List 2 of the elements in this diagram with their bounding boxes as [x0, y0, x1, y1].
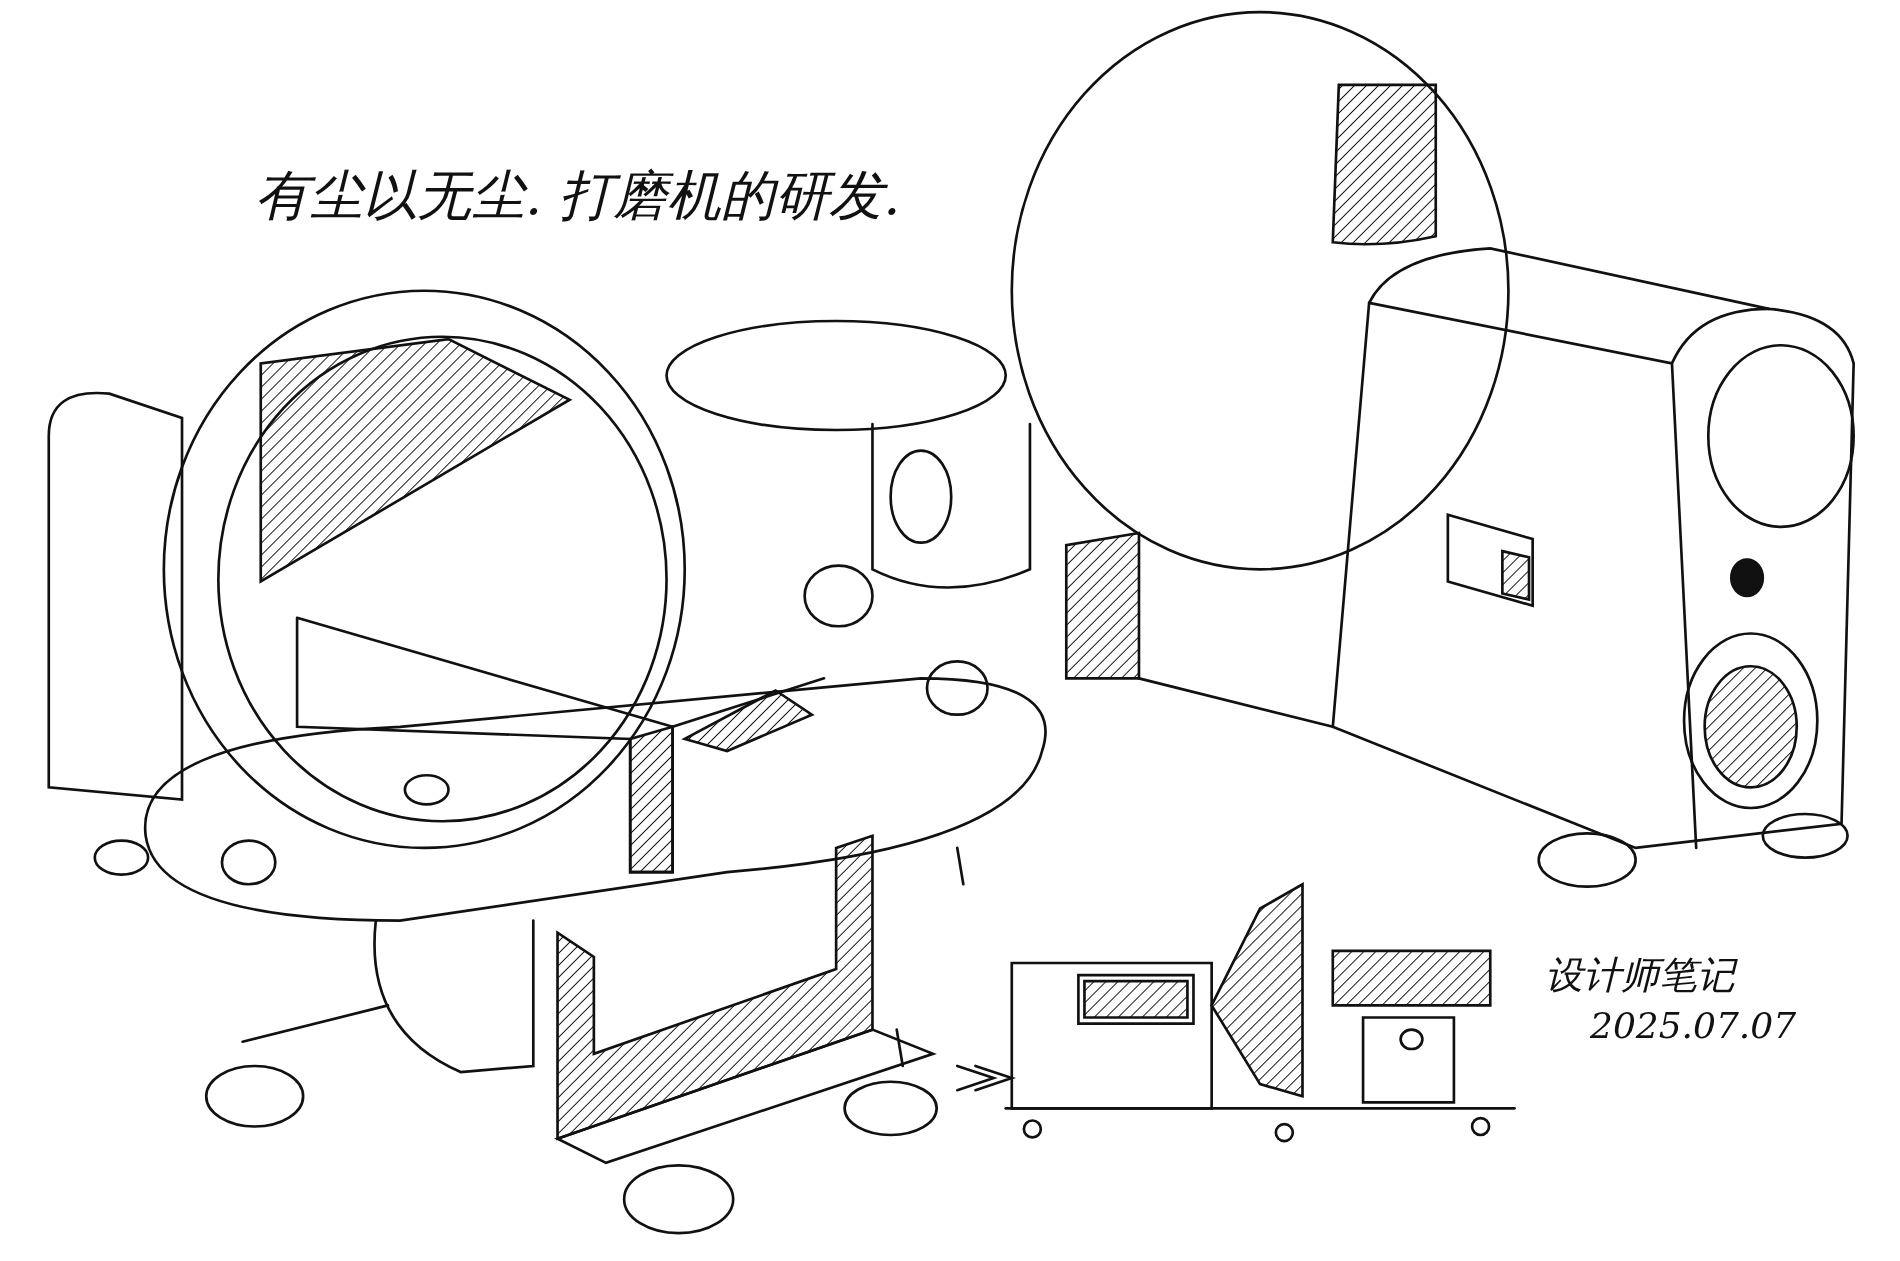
- date-note: 2025.07.07: [1590, 1005, 1797, 1046]
- handwritten-title: 有尘以无尘. 打磨机的研发.: [255, 163, 901, 229]
